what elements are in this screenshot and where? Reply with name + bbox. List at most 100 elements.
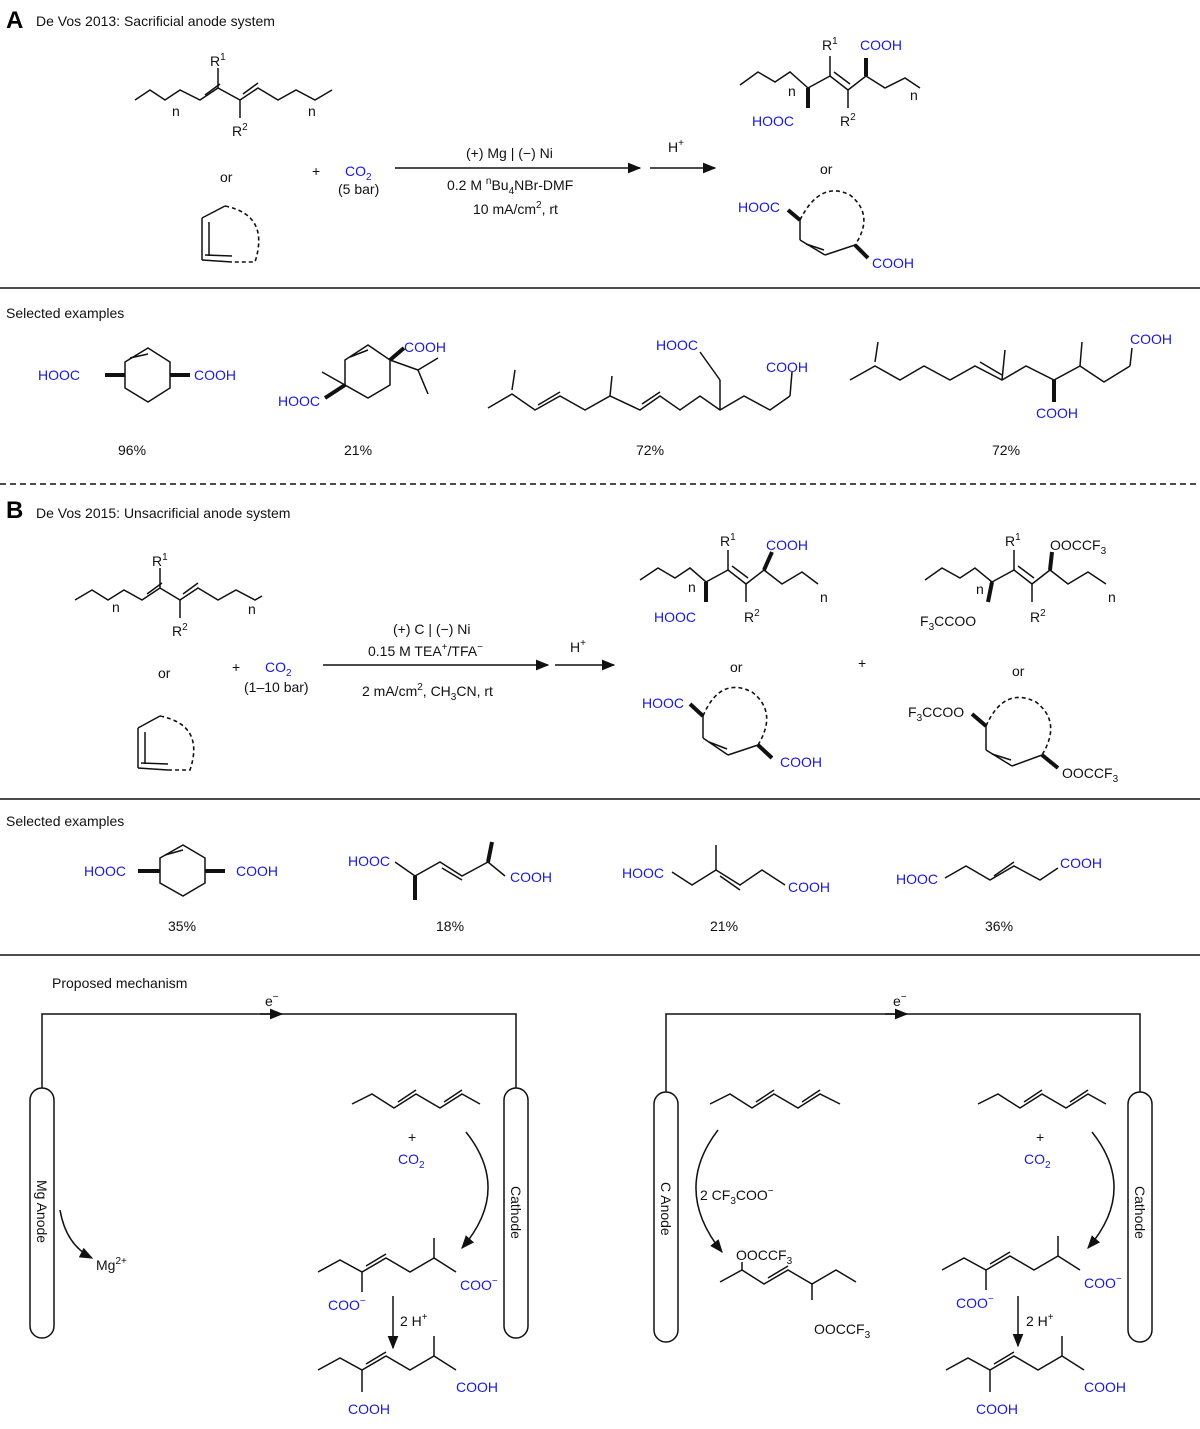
svg-text:HOOC: HOOC — [654, 609, 696, 625]
example-a2: HOOC COOH — [278, 339, 446, 409]
c-anode-label: C Anode — [658, 1182, 674, 1236]
svg-text:H+: H+ — [668, 138, 684, 155]
plus-sign: + — [312, 163, 320, 179]
panel-a-title: De Vos 2013: Sacrificial anode system — [36, 13, 275, 29]
svg-text:n: n — [910, 87, 918, 103]
electron-label: e — [265, 993, 273, 1009]
svg-text:n: n — [688, 579, 696, 595]
yield-b2: 18% — [436, 918, 464, 934]
svg-text:n: n — [976, 581, 984, 597]
selected-examples-b: Selected examples — [6, 813, 124, 829]
example-a4: COOH COOH — [849, 331, 1172, 421]
svg-text:COOH: COOH — [766, 537, 808, 553]
svg-text:0.15 M TEA+/TFA−: 0.15 M TEA+/TFA− — [368, 642, 483, 659]
svg-text:COO−: COO− — [460, 1276, 498, 1293]
yield-a1: 96% — [118, 442, 146, 458]
svg-text:COOH: COOH — [456, 1379, 498, 1395]
svg-text:HOOC: HOOC — [38, 367, 80, 383]
svg-text:2 H+: 2 H+ — [400, 1312, 428, 1329]
svg-text:HOOC: HOOC — [738, 199, 780, 215]
condition-current: 10 mA/cm — [473, 201, 536, 217]
svg-text:COOH: COOH — [766, 359, 808, 375]
mg2-label: Mg — [96, 1257, 115, 1273]
svg-text:2 mA/cm2, CH3CN, rt: 2 mA/cm2, CH3CN, rt — [362, 682, 493, 703]
svg-text:R1: R1 — [822, 36, 838, 53]
panel-b: B De Vos 2015: Unsacrificial anode syste… — [6, 497, 1119, 785]
panel-b-letter: B — [6, 497, 23, 524]
svg-text:COO−: COO− — [1084, 1274, 1122, 1291]
hooc-label: HOOC — [752, 113, 794, 129]
mechanism-title: Proposed mechanism — [52, 975, 187, 991]
svg-text:F3CCOO: F3CCOO — [908, 704, 964, 724]
svg-text:COOH: COOH — [1130, 331, 1172, 347]
condition-electrodes: (+) C | (−) Ni — [393, 621, 471, 637]
generic-diene-b: orR1 R2 n n — [74, 552, 263, 639]
product-b-linear-acid: R1 R2 COOH HOOC n n — [639, 532, 828, 625]
r2-label: R — [232, 123, 242, 139]
cyclic-diene-a — [201, 205, 260, 263]
external-circuit — [665, 1013, 1141, 1092]
svg-text:10 mA/cm2, rt: 10 mA/cm2, rt — [473, 200, 558, 217]
c-anode — [653, 1091, 679, 1343]
svg-text:Cathode: Cathode — [1132, 1186, 1148, 1239]
svg-text:R1: R1 — [720, 532, 736, 549]
svg-text:COO−: COO− — [956, 1294, 994, 1311]
or-label: or — [1012, 663, 1025, 679]
yield-a3: 72% — [636, 442, 664, 458]
svg-text:COOH: COOH — [348, 1401, 390, 1417]
svg-text:COOH: COOH — [510, 869, 552, 885]
cathode — [503, 1087, 529, 1339]
svg-text:CO2: CO2 — [398, 1151, 425, 1171]
yield-b1: 35% — [168, 918, 196, 934]
mechanism-left-cell: e− Mg Anode Cathode Mg2+ + CO2 COO− COO−… — [29, 992, 529, 1417]
co2-pressure: (1–10 bar) — [244, 679, 309, 695]
condition-current: 2 mA/cm — [362, 683, 417, 699]
svg-text:HOOC: HOOC — [622, 865, 664, 881]
plus-sign: + — [858, 655, 866, 671]
condition-electrodes: (+) Mg | (−) Ni — [466, 145, 553, 161]
svg-text:R2: R2 — [744, 608, 760, 625]
n-subscript: n — [172, 103, 180, 119]
trifluoroacetate-label: 2 CF — [700, 1187, 730, 1203]
svg-text:COO−: COO− — [328, 1296, 366, 1313]
svg-text:n: n — [1108, 589, 1116, 605]
svg-text:e−: e− — [893, 992, 907, 1009]
svg-text:HOOC: HOOC — [84, 863, 126, 879]
or-label: or — [730, 659, 743, 675]
svg-text:Mg2+: Mg2+ — [96, 1256, 127, 1273]
svg-text:2 CF3COO−: 2 CF3COO− — [700, 1186, 774, 1207]
svg-text:R2: R2 — [232, 122, 248, 139]
svg-text:e−: e− — [265, 992, 279, 1009]
svg-text:+: + — [408, 1129, 416, 1145]
svg-text:OOCCF3: OOCCF3 — [814, 1321, 871, 1341]
condition-electrolyte: 0.2 M — [447, 177, 486, 193]
svg-text:COOH: COOH — [872, 255, 914, 271]
svg-text:HOOC: HOOC — [278, 393, 320, 409]
svg-text:HOOC: HOOC — [348, 853, 390, 869]
svg-text:CO2: CO2 — [1024, 1151, 1051, 1171]
yield-a4: 72% — [992, 442, 1020, 458]
svg-text:orR1: orR1 — [152, 552, 168, 569]
svg-text:+: + — [1036, 1129, 1044, 1145]
svg-text:CO2: CO2 — [265, 659, 292, 679]
svg-text:HOOC: HOOC — [656, 337, 698, 353]
product-a-cyclic: HOOC COOH — [738, 190, 914, 271]
svg-text:n: n — [112, 599, 120, 615]
mechanism-right-cell: e− C Anode Cathode 2 CF3COO− OOCCF3 OOCC… — [653, 992, 1153, 1417]
svg-text:CO2: CO2 — [345, 163, 372, 183]
panel-b-title: De Vos 2015: Unsacrificial anode system — [36, 505, 290, 521]
svg-text:R1: R1 — [210, 52, 226, 69]
svg-text:OOCCF3: OOCCF3 — [1062, 765, 1119, 785]
acid-label: H — [668, 139, 678, 155]
example-a1: HOOC COOH — [38, 347, 236, 403]
n-subscript: n — [308, 103, 316, 119]
svg-text:COOH: COOH — [1036, 405, 1078, 421]
or-label: or — [220, 169, 233, 185]
example-b2: HOOC COOH — [348, 841, 552, 900]
co2-label: CO — [265, 659, 286, 675]
mg-anode — [29, 1087, 55, 1339]
yield-a2: 21% — [344, 442, 372, 458]
svg-text:COOH: COOH — [976, 1401, 1018, 1417]
cooh-label: COOH — [860, 37, 902, 53]
example-b1: HOOC COOH — [84, 844, 278, 897]
